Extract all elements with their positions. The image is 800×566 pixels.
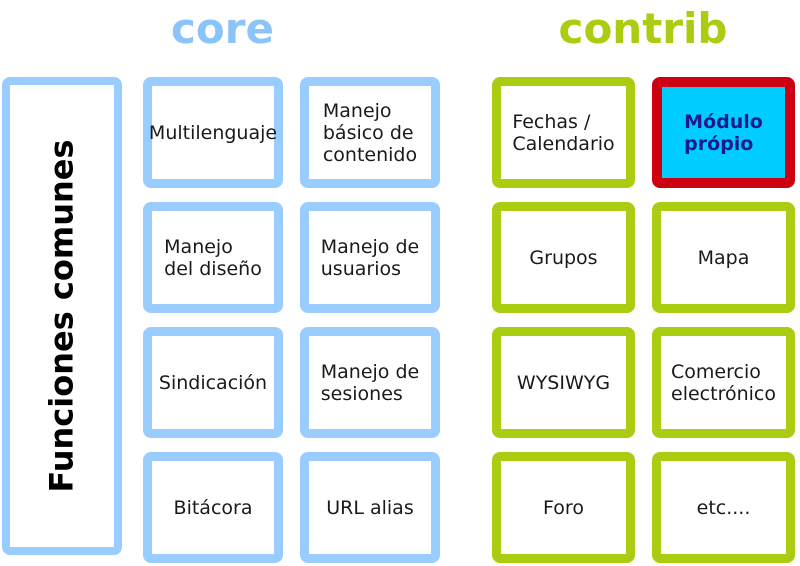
module-box: Manejo de sesiones xyxy=(300,327,440,438)
module-box: Manejo básico de contenido xyxy=(300,77,440,188)
module-box: Multilenguaje xyxy=(143,77,283,188)
module-box-label: Manejo de sesiones xyxy=(320,360,420,405)
module-box-label: etc.... xyxy=(696,496,751,519)
module-box: Grupos xyxy=(492,202,635,313)
module-box: Bitácora xyxy=(143,452,283,563)
contrib-section-title: contrib xyxy=(558,4,728,53)
module-box-label: Grupos xyxy=(529,246,598,269)
module-box-label: Bitácora xyxy=(173,496,253,519)
module-box-label: Manejo del diseño xyxy=(164,235,262,280)
core-section-title: core xyxy=(171,4,274,53)
module-box-label: Sindicación xyxy=(158,371,268,394)
module-box: WYSIWYG xyxy=(492,327,635,438)
module-box-label: Multilenguaje xyxy=(148,121,278,144)
common-functions-label: Funciones comunes xyxy=(43,139,81,493)
module-box: Manejo del diseño xyxy=(143,202,283,313)
common-functions-box: Funciones comunes xyxy=(2,77,122,555)
module-box-label: Manejo de usuarios xyxy=(320,235,420,280)
module-box-label: Comercio electrónico xyxy=(671,360,776,405)
module-box: Mapa xyxy=(652,202,795,313)
module-box: Manejo de usuarios xyxy=(300,202,440,313)
module-box: Comercio electrónico xyxy=(652,327,795,438)
module-box-label: Manejo básico de contenido xyxy=(322,99,418,166)
module-box: URL alias xyxy=(300,452,440,563)
module-box-label: Fechas / Calendario xyxy=(512,110,615,155)
module-box: Sindicación xyxy=(143,327,283,438)
module-box: Foro xyxy=(492,452,635,563)
module-box-label: WYSIWYG xyxy=(516,371,611,394)
module-box: Fechas / Calendario xyxy=(492,77,635,188)
module-box-label: Foro xyxy=(543,496,584,519)
module-box-label: Módulo própio xyxy=(684,110,763,155)
module-box: etc.... xyxy=(652,452,795,563)
module-box-highlighted: Módulo própio xyxy=(652,77,795,188)
module-box-label: Mapa xyxy=(697,246,750,269)
module-box-label: URL alias xyxy=(326,496,414,519)
